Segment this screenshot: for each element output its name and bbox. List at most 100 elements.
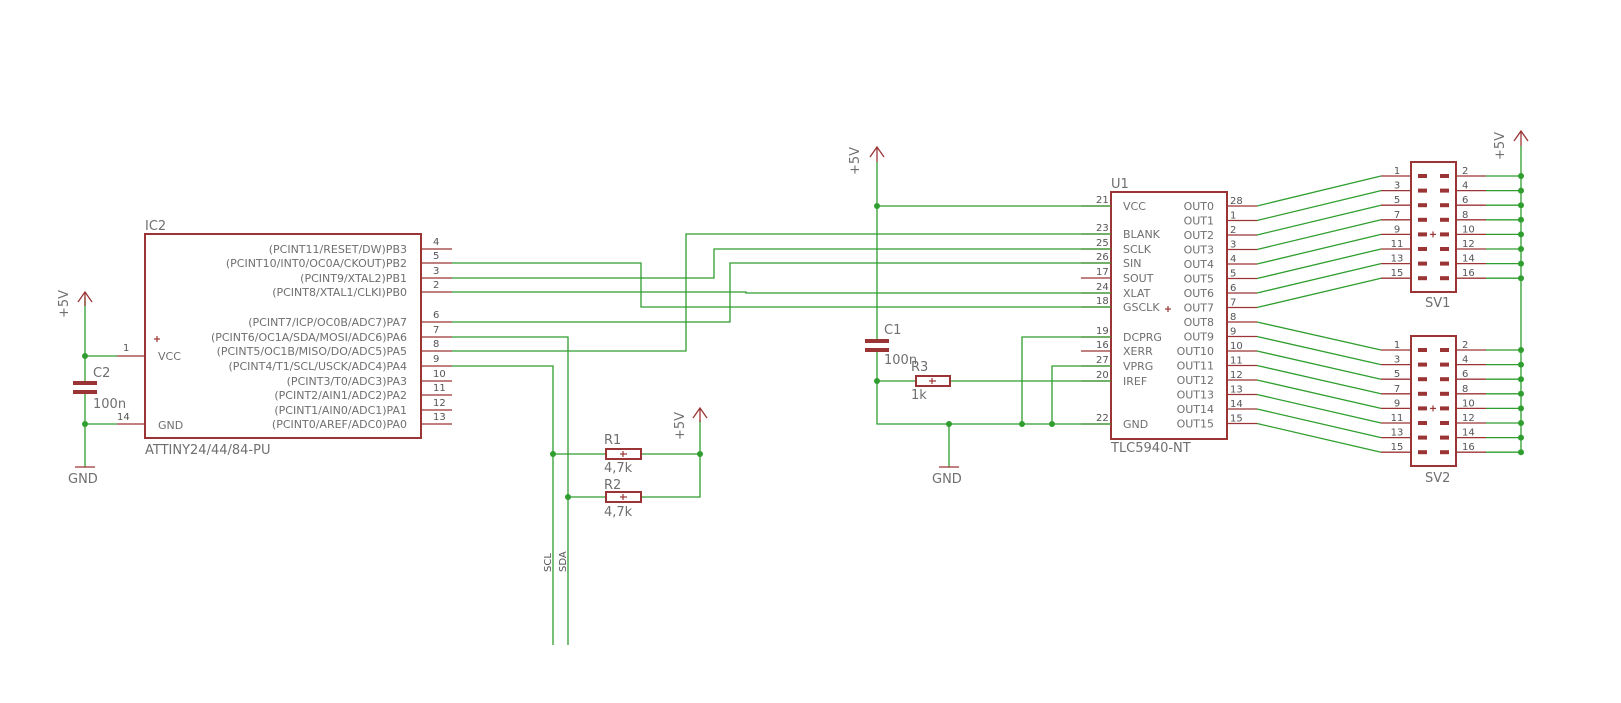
c2-ref: C2 <box>93 366 110 381</box>
u1-pin-name: XLAT <box>1123 287 1151 300</box>
u1-pin-num: 24 <box>1096 282 1109 293</box>
u1-pin-num: 17 <box>1096 267 1109 278</box>
u1-pin-name: OUT3 <box>1184 244 1214 257</box>
u1-pin-name: VCC <box>1123 200 1146 213</box>
u1-pin-name: OUT15 <box>1177 418 1214 431</box>
ic2-pin-num: 8 <box>433 339 439 350</box>
u1-pin-name: GSCLK <box>1123 301 1160 314</box>
sv1-pin-num: 11 <box>1391 239 1404 250</box>
sv1-pin-num: 1 <box>1394 166 1400 177</box>
sv1-pin-num: 13 <box>1391 254 1404 265</box>
u1-pin-name: OUT5 <box>1184 273 1214 286</box>
sv2-pin-num: 11 <box>1391 413 1404 424</box>
u1-pin-name: BLANK <box>1123 228 1161 241</box>
u1-pin-name: OUT11 <box>1177 360 1214 373</box>
sv2-pin-num: 8 <box>1462 384 1468 395</box>
sv2-pin-num: 9 <box>1394 398 1400 409</box>
sv2-pin-num: 3 <box>1394 355 1400 366</box>
ic2-pin-name: (PCINT0/AREF/ADC0)PA0 <box>272 418 407 431</box>
capacitor-c1: C1 100n <box>865 323 917 368</box>
sv2-pin-num: 5 <box>1394 369 1400 380</box>
sv2-pin-num: 13 <box>1391 428 1404 439</box>
ic2-pin-num: 12 <box>433 398 446 409</box>
ic2-pin-num: 14 <box>117 412 130 423</box>
sv2-pin-num: 6 <box>1462 369 1468 380</box>
u1-pin-num: 28 <box>1230 196 1243 207</box>
junctions <box>82 173 1524 500</box>
ic2-pin-num: 4 <box>433 237 439 248</box>
u1-body <box>1110 191 1228 440</box>
sv1-pin-num: 6 <box>1462 195 1468 206</box>
u1-pin-num: 20 <box>1096 370 1109 381</box>
capacitor-c2: C2 100n <box>73 366 126 412</box>
ic2-pin-name: (PCINT2/AIN1/ADC2)PA2 <box>274 389 407 402</box>
ic2-ref: IC2 <box>145 219 166 234</box>
ic2-pin-name: (PCINT3/T0/ADC3)PA3 <box>287 375 407 388</box>
r1-ref: R1 <box>604 433 621 448</box>
u1-pin-name: OUT12 <box>1177 374 1214 387</box>
u1-pin-name: OUT0 <box>1184 200 1214 213</box>
ic2-right-pins: 4(PCINT11/RESET/DW)PB35(PCINT10/INT0/OC0… <box>211 237 452 431</box>
u1-pin-name: SOUT <box>1123 272 1154 285</box>
power-5v-headers: +5V <box>1493 129 1529 160</box>
power-5v-label: +5V <box>673 412 688 440</box>
u1-pin-num: 26 <box>1096 252 1109 263</box>
resistor-r2: R2 4,7k <box>604 478 642 520</box>
r3-value: 1k <box>911 388 927 403</box>
u1-pin-name: SCLK <box>1123 243 1152 256</box>
u1-pin-num: 15 <box>1230 414 1243 425</box>
u1-pin-name: DCPRG <box>1123 331 1162 344</box>
sv1-pin-num: 16 <box>1462 268 1475 279</box>
u1-pin-name: OUT14 <box>1177 403 1214 416</box>
sv1-pin-num: 5 <box>1394 195 1400 206</box>
u1-pin-name: OUT1 <box>1184 215 1214 228</box>
u1-pin-num: 11 <box>1230 356 1243 367</box>
sv1-pin-num: 2 <box>1462 166 1468 177</box>
ic2-symbol: IC2 ATTINY24/44/84-PU 4(PCINT11/RESET/DW… <box>117 219 452 458</box>
u1-pin-name: OUT6 <box>1184 287 1214 300</box>
ic2-pin-name: (PCINT6/OC1A/SDA/MOSI/ADC6)PA6 <box>211 331 407 344</box>
power-5v-u1: +5V <box>848 145 885 175</box>
u1-pin-num: 21 <box>1096 195 1109 206</box>
ic2-value: ATTINY24/44/84-PU <box>145 443 270 458</box>
ground-label: GND <box>68 472 98 487</box>
ground-label: GND <box>932 472 962 487</box>
power-5v-ic2: +5V <box>57 290 93 318</box>
sv1-pin-num: 14 <box>1462 254 1475 265</box>
u1-pin-num: 13 <box>1230 385 1243 396</box>
u1-pin-num: 19 <box>1096 326 1109 337</box>
ic2-pin-name: VCC <box>158 350 181 363</box>
sv2-pin-num: 2 <box>1462 340 1468 351</box>
u1-pin-num: 2 <box>1230 225 1236 236</box>
sv1-pin-num: 15 <box>1391 268 1404 279</box>
net-label-scl: SCL <box>543 553 554 572</box>
ground-ic2: GND <box>68 466 98 487</box>
sv1-pin-num: 10 <box>1462 224 1475 235</box>
sv2-pin-num: 10 <box>1462 398 1475 409</box>
r3-ref: R3 <box>911 360 928 375</box>
ic2-pin-num: 11 <box>433 383 446 394</box>
u1-pin-num: 3 <box>1230 240 1236 251</box>
u1-pin-name: OUT8 <box>1184 316 1214 329</box>
power-5v-label: +5V <box>848 147 863 175</box>
ic2-pin-name: (PCINT9/XTAL2)PB1 <box>300 272 407 285</box>
u1-pin-num: 14 <box>1230 399 1243 410</box>
sv1-pin-num: 4 <box>1462 181 1468 192</box>
r2-value: 4,7k <box>604 505 633 520</box>
ic2-pin-num: 9 <box>433 354 439 365</box>
u1-pin-name: OUT10 <box>1177 345 1214 358</box>
ic2-pin-num: 1 <box>123 343 129 354</box>
u1-pin-num: 18 <box>1096 296 1109 307</box>
u1-pin-num: 9 <box>1230 327 1236 338</box>
ic2-pin-name: (PCINT10/INT0/OC0A/CKOUT)PB2 <box>226 257 407 270</box>
ic2-pin-num: 10 <box>433 369 446 380</box>
sv1-ref: SV1 <box>1425 296 1450 311</box>
u1-pin-num: 4 <box>1230 254 1236 265</box>
u1-pin-num: 25 <box>1096 238 1109 249</box>
u1-pin-num: 16 <box>1096 340 1109 351</box>
u1-pin-num: 27 <box>1096 355 1109 366</box>
ic2-pin-name: (PCINT5/OC1B/MISO/DO/ADC5)PA5 <box>217 345 407 358</box>
